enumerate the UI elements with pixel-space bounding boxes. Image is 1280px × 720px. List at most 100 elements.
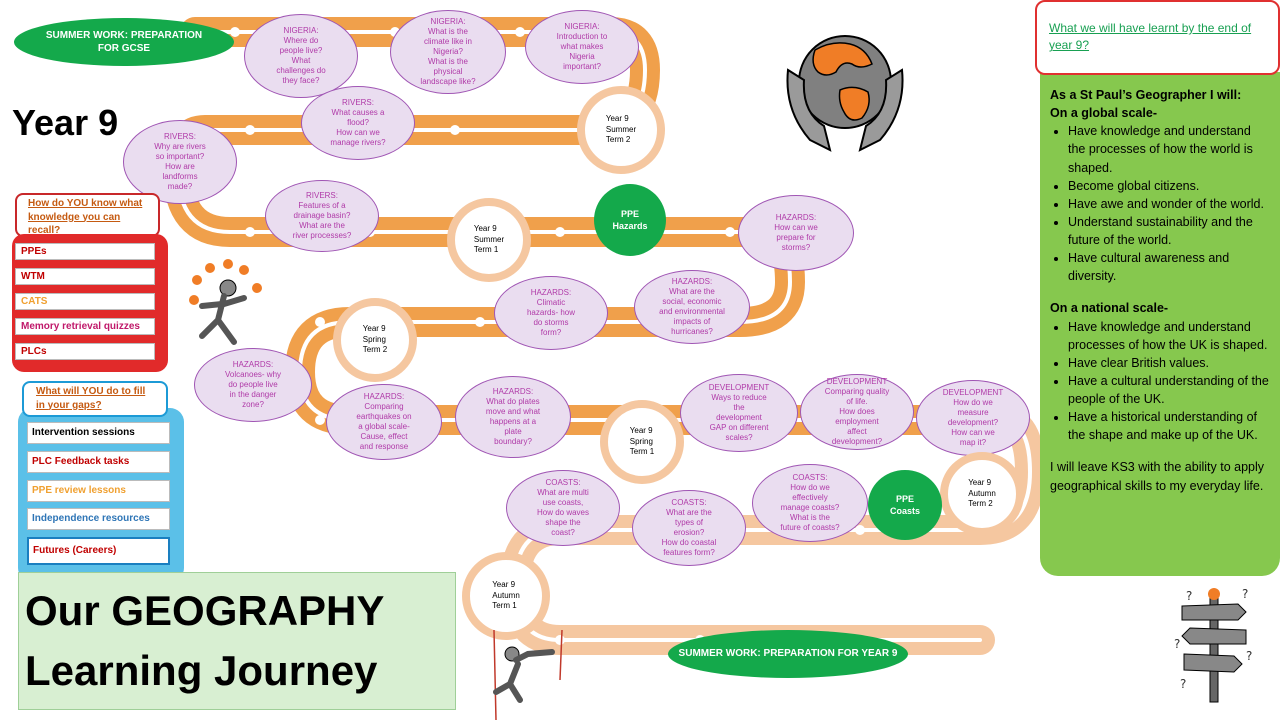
learnt-item: Become global citizens. bbox=[1068, 177, 1270, 195]
text-line: PPE bbox=[895, 493, 914, 504]
learnt-item: Understand sustainability and the future… bbox=[1068, 213, 1270, 249]
gap-item: PLC Feedback tasks bbox=[27, 451, 170, 473]
text-line: How do we bbox=[953, 398, 993, 407]
summer-work-gcse-oval: SUMMER WORK: PREPARATION FOR GCSE bbox=[14, 18, 234, 66]
text-line: How do waves bbox=[536, 508, 590, 517]
text-line: manage coasts? bbox=[780, 503, 840, 512]
text-line: How can we bbox=[774, 223, 818, 232]
text-line: and response bbox=[359, 442, 409, 451]
text-line: Cause, effect bbox=[360, 432, 408, 441]
text-line: erosion? bbox=[673, 528, 705, 537]
text-line: Spring bbox=[629, 436, 653, 446]
text-line: made? bbox=[167, 182, 193, 191]
recall-item: PLCs bbox=[15, 343, 155, 360]
text-line: Why are rivers bbox=[154, 142, 206, 151]
text-line: drainage basin? bbox=[293, 211, 351, 220]
text-line: so important? bbox=[155, 152, 205, 161]
text-line: HAZARDS: bbox=[363, 392, 405, 401]
text-line: coast? bbox=[551, 528, 575, 537]
text-line: flood? bbox=[347, 118, 369, 127]
national-list: Have knowledge and understand processes … bbox=[1050, 318, 1270, 445]
text-line: river processes? bbox=[292, 231, 352, 240]
text-line: types of bbox=[674, 518, 703, 527]
text-line: effectively bbox=[792, 493, 828, 502]
text-line: What are the bbox=[666, 508, 712, 517]
journey-title-box: Our GEOGRAPHY Learning Journey bbox=[18, 572, 456, 710]
learnt-item: Have a cultural understanding of the peo… bbox=[1068, 372, 1270, 408]
recall-item: WTM bbox=[15, 268, 155, 285]
gap-item: Independence resources bbox=[27, 508, 170, 530]
learnt-closing: I will leave KS3 with the ability to app… bbox=[1050, 460, 1264, 493]
text-line: DEVELOPMENT bbox=[942, 388, 1004, 397]
text-line: Comparing bbox=[364, 402, 404, 411]
text-line: climate like in bbox=[423, 37, 472, 46]
text-line: the bbox=[733, 403, 745, 412]
text-line: scales? bbox=[725, 433, 753, 442]
text-line: What are multi bbox=[537, 488, 589, 497]
national-heading: On a national scale- bbox=[1050, 301, 1169, 316]
text-line: COASTS: bbox=[671, 498, 707, 507]
text-line: people live? bbox=[279, 46, 323, 55]
text-line: RIVERS: bbox=[341, 98, 374, 107]
learnt-question: What we will have learnt by the end of y… bbox=[1035, 0, 1280, 75]
text-line: Features of a bbox=[298, 201, 346, 210]
title-line-1: Our GEOGRAPHY bbox=[25, 587, 385, 634]
text-line: What bbox=[291, 56, 311, 65]
text-line: hazards- how bbox=[526, 308, 576, 317]
text-line: challenges do bbox=[276, 66, 326, 75]
learnt-intro: As a St Paul’s Geographer I will: bbox=[1050, 88, 1242, 102]
text-line: How are bbox=[165, 162, 195, 171]
text-line: shape the bbox=[545, 518, 581, 527]
text-line: Year 9 bbox=[473, 223, 497, 233]
title-line-2: Learning Journey bbox=[25, 647, 378, 694]
signpost-icon: ? ? ? ? ? bbox=[1174, 587, 1252, 703]
text-line: Summer bbox=[605, 124, 637, 134]
text-line: they face? bbox=[282, 76, 320, 85]
text-line: plate bbox=[504, 427, 522, 436]
text-line: RIVERS: bbox=[163, 132, 196, 141]
globe-in-hands-icon bbox=[786, 35, 904, 152]
text-line: Year 9 bbox=[605, 113, 629, 123]
svg-text:?: ? bbox=[1180, 677, 1186, 691]
text-line: What is the bbox=[789, 513, 830, 522]
global-heading: On a global scale- bbox=[1050, 106, 1157, 121]
text-line: What is the bbox=[427, 57, 468, 66]
text-line: DEVELOPMENT bbox=[708, 383, 770, 392]
learnt-item: Have knowledge and understand the proces… bbox=[1068, 122, 1270, 176]
text-line: HAZARDS: bbox=[775, 213, 817, 222]
text-line: Autumn bbox=[968, 488, 996, 498]
learnt-item: Have cultural awareness and diversity. bbox=[1068, 249, 1270, 285]
recall-item: PPEs bbox=[15, 243, 155, 260]
text-line: landforms bbox=[162, 172, 198, 181]
text-line: impacts of bbox=[673, 317, 711, 326]
ppe-coasts: PPE Coasts bbox=[868, 470, 942, 540]
text-line: boundary? bbox=[494, 437, 532, 446]
text-line: map it? bbox=[959, 438, 987, 447]
recall-item: Memory retrieval quizzes bbox=[15, 318, 155, 335]
text-line: Term 2 bbox=[362, 345, 388, 355]
text-line: Climatic bbox=[536, 298, 566, 307]
text-line: NIGERIA: bbox=[283, 26, 319, 35]
text-line: future of coasts? bbox=[780, 523, 840, 532]
learnt-item: Have awe and wonder of the world. bbox=[1068, 195, 1270, 213]
text-line: COASTS: bbox=[545, 478, 581, 487]
text-line: storms? bbox=[781, 243, 811, 252]
text-line: Where do bbox=[283, 36, 319, 45]
gaps-question: What will YOU do to fill in your gaps? bbox=[22, 381, 168, 417]
text-line: Coasts bbox=[889, 506, 920, 516]
text-line: Term 2 bbox=[605, 135, 631, 145]
text-line: PPE bbox=[620, 208, 639, 219]
text-line: important? bbox=[563, 62, 601, 71]
text-line: Year 9 bbox=[629, 425, 653, 435]
